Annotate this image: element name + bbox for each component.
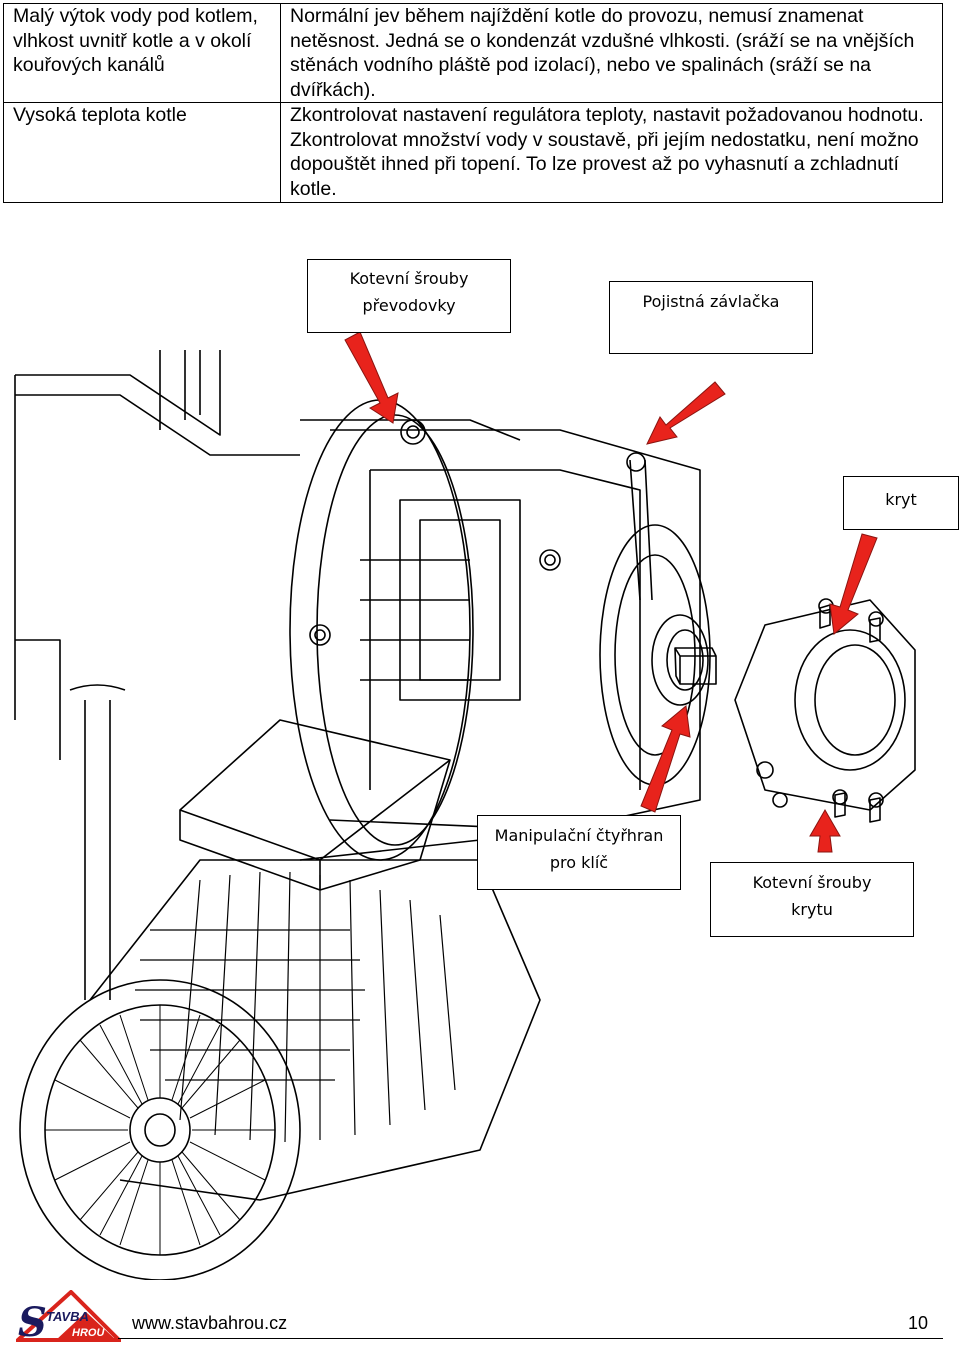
arrow-square — [640, 705, 691, 813]
page-number: 10 — [908, 1313, 929, 1333]
cause-cell: Malý výtok vody pod kotlem, vlhkost uvni… — [3, 3, 281, 103]
gearbox-motor-drawing — [14, 331, 916, 1280]
table-row: Malý výtok vody pod kotlem, vlhkost uvni… — [3, 3, 943, 103]
logo-sub: HROU — [72, 1327, 105, 1339]
label-gear-bolts: Kotevní šrouby převodovky — [307, 259, 511, 333]
troubleshooting-table: Malý výtok vody pod kotlem, vlhkost uvni… — [3, 3, 943, 203]
footer-url[interactable]: www.stavbahrou.cz — [132, 1313, 288, 1333]
label-cotter-pin: Pojistná závlačka — [609, 281, 813, 354]
remedy-cell: Normální jev během najíždění kotle do pr… — [280, 3, 943, 103]
stavbahrou-logo: S TAVBA HROU — [16, 1290, 121, 1345]
table-row: Vysoká teplota kotle Zkontrolovat nastav… — [3, 102, 943, 203]
label-square-key: Manipulační čtyřhran pro klíč — [477, 815, 681, 890]
cause-cell: Vysoká teplota kotle — [3, 102, 281, 203]
arrow-gear-bolts — [344, 331, 399, 424]
logo-main: TAVBA — [46, 1309, 89, 1324]
logo-letter: S — [18, 1299, 47, 1345]
footer-divider — [118, 1338, 943, 1339]
label-cover: kryt — [843, 476, 959, 530]
label-cover-bolts: Kotevní šrouby krytu — [710, 862, 914, 937]
arrow-cover-bolts — [809, 808, 841, 853]
arrow-cover — [829, 533, 878, 635]
remedy-cell: Zkontrolovat nastavení regulátora teplot… — [280, 102, 943, 203]
arrow-cotter-pin — [646, 381, 726, 445]
